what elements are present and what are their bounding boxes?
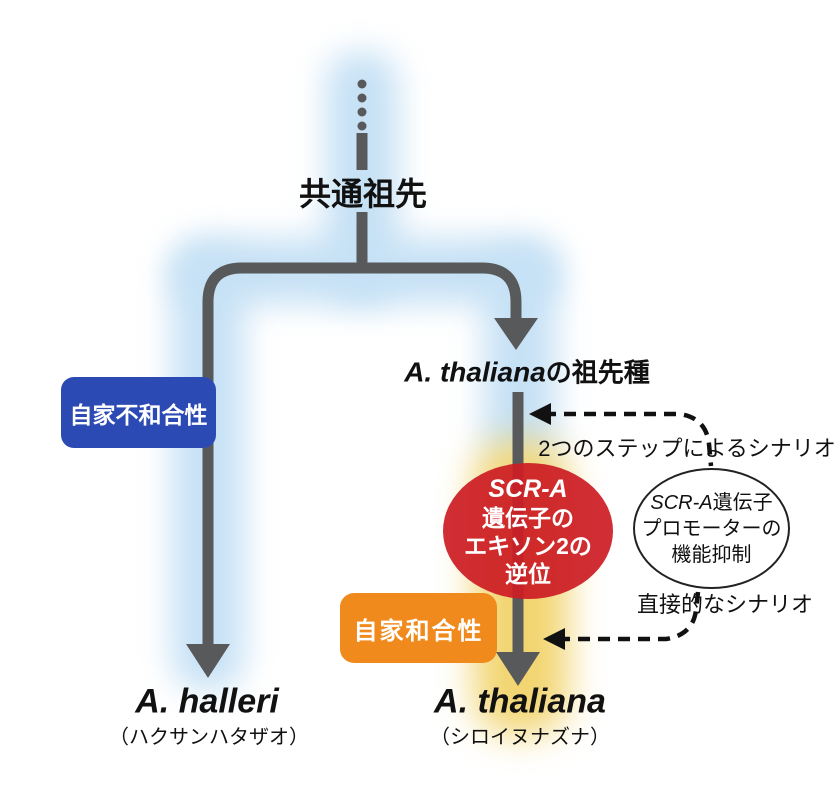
branch-path	[202, 262, 522, 648]
promoter-suppression-event: SCR-A遺伝子 プロモーターの 機能抑制	[633, 468, 790, 589]
thaliana-common-name-label: （シロイヌナズナ）	[430, 726, 610, 749]
thaliana-ancestor-label: A. thalianaの祖先種	[404, 353, 650, 390]
self-incompatibility-label: 自家不和合性	[69, 401, 208, 428]
two-step-dashed-connector	[544, 411, 714, 467]
promoter-gene-suffix: 遺伝子	[712, 491, 773, 514]
inversion-line3: エキソン2の	[464, 533, 592, 560]
promoter-gene-line: SCR-A遺伝子	[650, 490, 772, 516]
self-compatibility-badge: 自家和合性	[340, 593, 497, 663]
thaliana-arrowhead-icon	[496, 652, 540, 686]
two-step-arrowhead-icon	[529, 403, 551, 425]
promoter-line3: 機能抑制	[671, 543, 752, 566]
inversion-gene-name: SCR-A	[488, 474, 568, 503]
exon2-inversion-event: SCR-A 遺伝子の エキソン2の 逆位	[443, 463, 613, 599]
common-ancestor-label: 共通祖先	[298, 176, 428, 212]
two-step-scenario-label: 2つのステップによるシナリオ	[538, 436, 836, 461]
self-compatibility-label: 自家和合性	[353, 617, 484, 645]
thaliana-ancestor-suffix: の祖先種	[545, 357, 650, 388]
promoter-gene-name: SCR-A	[650, 491, 713, 514]
direct-arrowhead-icon	[543, 628, 565, 650]
promoter-line2: プロモーターの	[641, 517, 782, 540]
halleri-name-label: A. halleri	[135, 682, 279, 721]
thaliana-ancestor-species: A. thaliana	[404, 356, 546, 388]
thaliana-ancestor-arrowhead-icon	[494, 318, 538, 350]
direct-dashed-connector	[558, 591, 701, 642]
thaliana-name-label: A. thaliana	[434, 682, 606, 721]
halleri-arrowhead-icon	[186, 644, 230, 678]
inversion-line4: 逆位	[505, 561, 551, 588]
ancestry-dots-icon	[357, 79, 367, 131]
direct-scenario-label: 直接的なシナリオ	[636, 592, 814, 617]
self-incompatibility-badge: 自家不和合性	[61, 377, 216, 448]
halleri-common-name-label: （ハクサンハタザオ）	[109, 726, 309, 749]
inversion-line2: 遺伝子の	[482, 505, 574, 532]
